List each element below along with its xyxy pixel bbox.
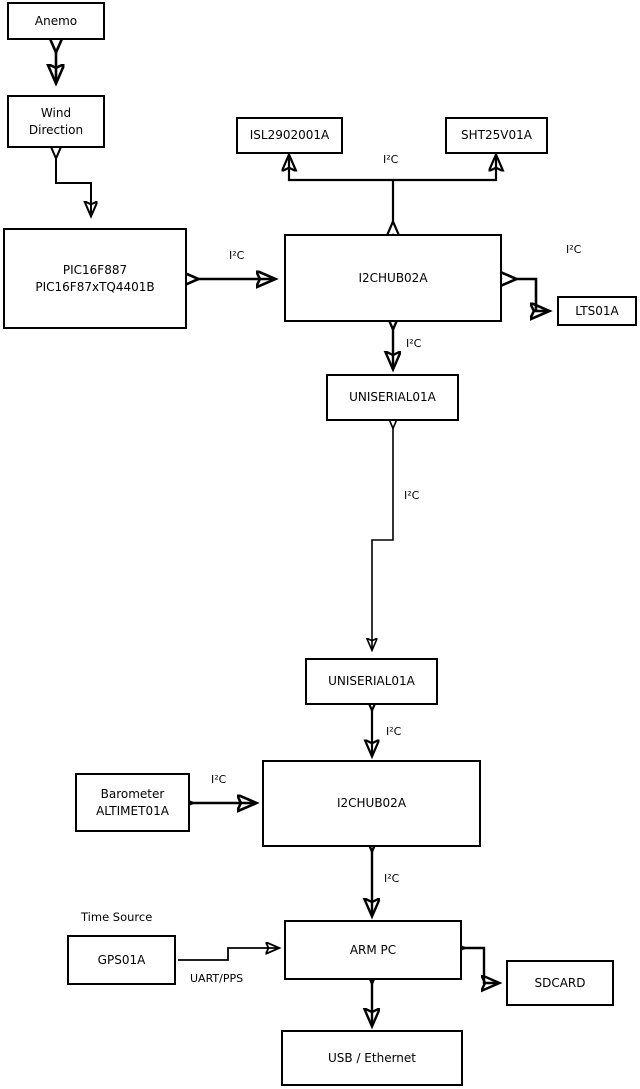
edge-label-hub-armpc: I²C	[384, 872, 400, 885]
node-pic-mcu-line2: PIC16F87xTQ4401B	[35, 279, 155, 294]
node-anemo[interactable]: Anemo	[7, 2, 105, 40]
node-i2chub02a-top-label: I2CHUB02A	[358, 270, 428, 285]
node-sdcard-label: SDCARD	[534, 975, 586, 990]
node-wind-direction-label: Wind Direction	[29, 105, 83, 137]
node-i2chub02a-bottom[interactable]: I2CHUB02A	[262, 760, 481, 847]
edge-wind-pic	[56, 158, 91, 216]
node-isl2902001a[interactable]: ISL2902001A	[236, 117, 343, 154]
node-i2chub02a-top[interactable]: I2CHUB02A	[284, 234, 502, 322]
node-gps01a[interactable]: GPS01A	[67, 935, 176, 985]
node-barometer-altimet01a[interactable]: Barometer ALTIMET01A	[75, 773, 190, 832]
edge-hubtop-isl-sht-bus	[289, 155, 393, 222]
node-usb-ethernet-label: USB / Ethernet	[328, 1050, 416, 1065]
edge-label-isl-sht-bus: I²C	[383, 153, 399, 166]
node-anemo-label: Anemo	[34, 13, 78, 28]
node-usb-ethernet[interactable]: USB / Ethernet	[281, 1030, 463, 1086]
node-pic-mcu-label: PIC16F887 PIC16F87xTQ4401B	[35, 262, 154, 294]
edge-label-hub-uniserial: I²C	[406, 337, 422, 350]
edge-hubtop-lts	[516, 279, 549, 311]
node-uniserial01a-top-label: UNISERIAL01A	[349, 390, 436, 405]
node-wind-direction[interactable]: Wind Direction	[7, 95, 105, 148]
node-i2chub02a-bottom-label: I2CHUB02A	[336, 796, 407, 811]
edge-label-hub-lts: I²C	[566, 243, 582, 256]
node-isl2902001a-label: ISL2902001A	[249, 128, 330, 143]
node-sht25v01a[interactable]: SHT25V01A	[445, 117, 548, 154]
node-lts01a-label: LTS01A	[575, 303, 619, 318]
edge-label-uniserial-link: I²C	[404, 489, 420, 502]
node-arm-pc-label: ARM PC	[349, 942, 397, 957]
edge-label-pic-hub: I²C	[229, 249, 245, 262]
node-pic-mcu-line1: PIC16F887	[62, 263, 128, 278]
node-sht25v01a-label: SHT25V01A	[461, 128, 532, 143]
node-lts01a[interactable]: LTS01A	[557, 296, 637, 326]
node-sdcard[interactable]: SDCARD	[506, 960, 614, 1006]
edge-gps-armpc	[178, 948, 279, 961]
edge-label-uniserial-hub-bot: I²C	[386, 725, 402, 738]
label-time-source: Time Source	[81, 910, 153, 924]
node-barometer-line1: Barometer	[100, 787, 165, 802]
node-pic-mcu[interactable]: PIC16F887 PIC16F87xTQ4401B	[3, 228, 187, 329]
node-arm-pc[interactable]: ARM PC	[284, 920, 462, 980]
edge-label-barometer-hub: I²C	[211, 773, 227, 786]
node-barometer-line2: ALTIMET01A	[96, 803, 169, 818]
edge-bus-sht	[393, 155, 496, 182]
node-wind-direction-line1: Wind	[40, 106, 72, 121]
node-uniserial01a-bottom-label: UNISERIAL01A	[328, 674, 415, 689]
edge-uniserial-link	[372, 428, 393, 650]
node-uniserial01a-bottom[interactable]: UNISERIAL01A	[305, 658, 438, 705]
node-wind-direction-line2: Direction	[28, 122, 84, 137]
node-gps01a-label: GPS01A	[97, 952, 146, 967]
node-uniserial01a-top[interactable]: UNISERIAL01A	[326, 374, 459, 421]
edge-armpc-sdcard	[464, 948, 499, 983]
node-barometer-label: Barometer ALTIMET01A	[96, 786, 169, 818]
edge-label-gps-armpc: UART/PPS	[190, 972, 244, 985]
